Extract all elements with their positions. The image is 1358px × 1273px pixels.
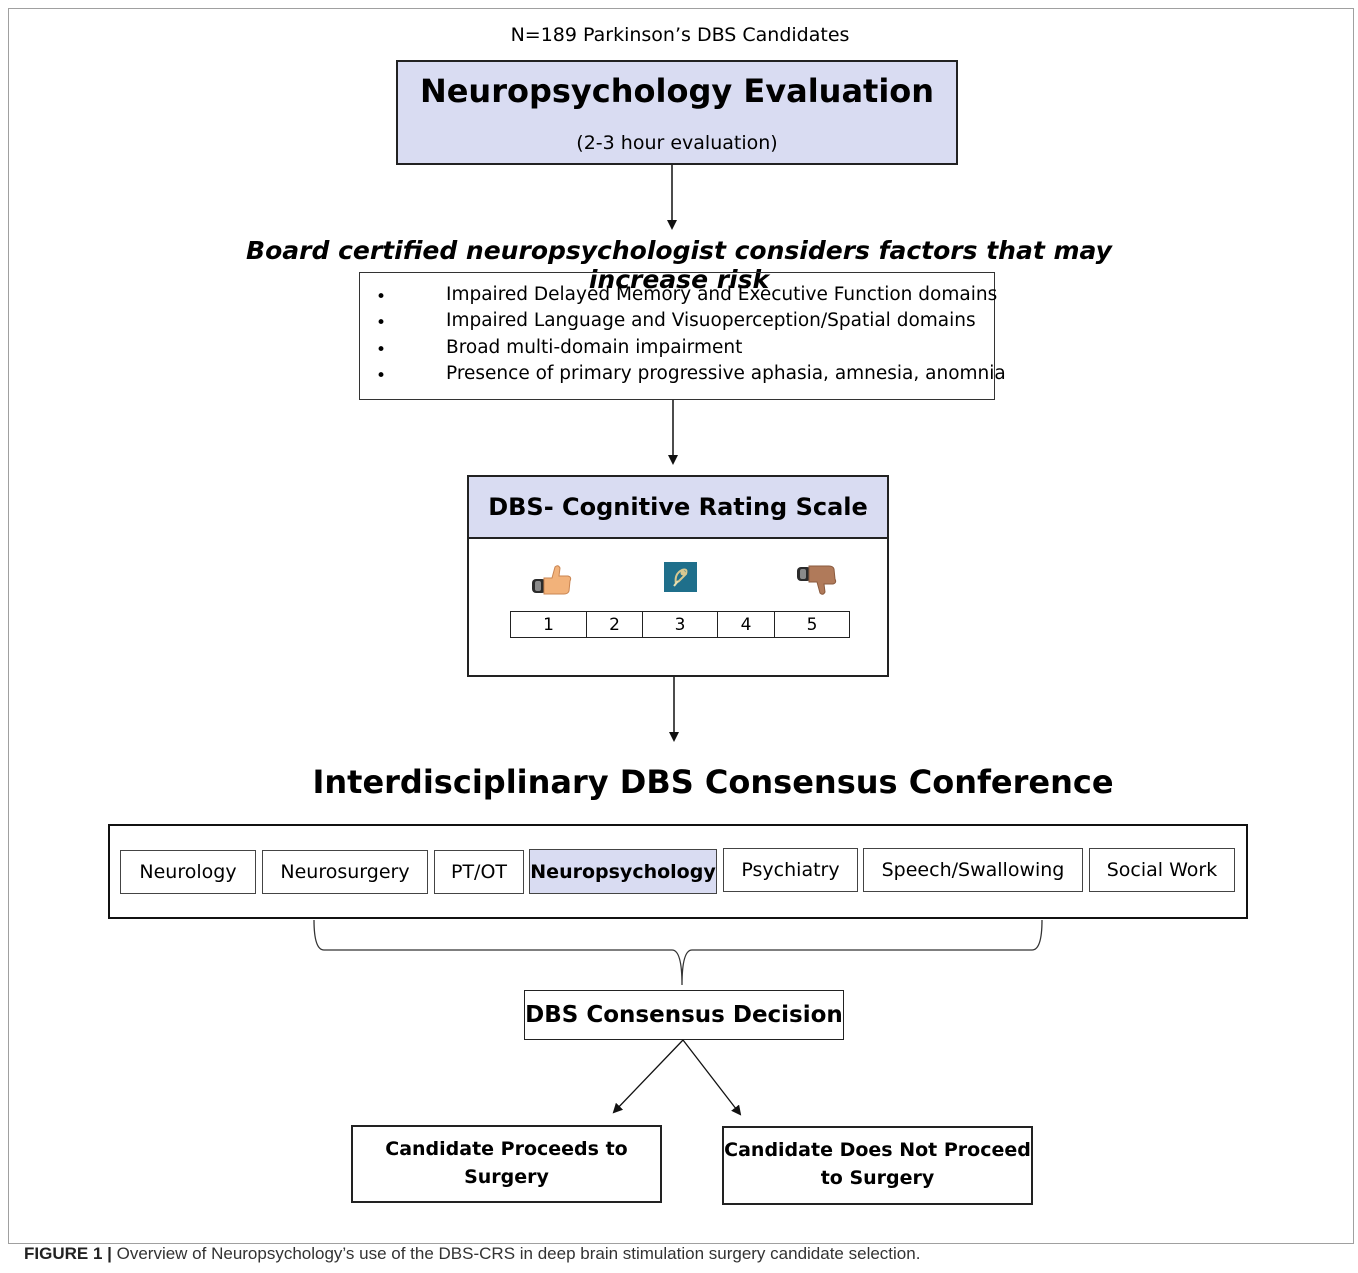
outcome-proceeds: Candidate Proceeds to Surgery (351, 1125, 662, 1203)
factor-item: Impaired Language and Visuoperception/Sp… (446, 310, 976, 331)
discipline-neurology: Neurology (120, 850, 256, 894)
scale-cell-5: 5 (806, 614, 818, 635)
factor-item: Presence of primary progressive aphasia,… (446, 363, 1006, 384)
rating-scale-title: DBS- Cognitive Rating Scale (467, 475, 889, 539)
bullet-icon: • (376, 287, 387, 307)
discipline-psychiatry: Psychiatry (723, 848, 858, 892)
factors-heading: Board certified neuropsychologist consid… (246, 236, 1112, 294)
discipline-neuropsychology: Neuropsychology (529, 849, 717, 894)
caption-label: FIGURE 1 | (24, 1244, 112, 1263)
figure-caption: FIGURE 1 | Overview of Neuropsychology’s… (24, 1244, 1344, 1264)
arrow-to-not-proceed (682, 1039, 742, 1116)
conference-box (108, 824, 1248, 919)
bullet-icon: • (376, 340, 387, 360)
discipline-speech-swallowing: Speech/Swallowing (863, 848, 1083, 892)
scale-cell-4: 4 (718, 612, 775, 637)
evaluation-title: Neuropsychology Evaluation (419, 72, 935, 110)
consensus-brace (313, 919, 1043, 986)
caption-text: Overview of Neuropsychology’s use of the… (111, 1244, 921, 1263)
thumbs-down-icon (797, 565, 837, 595)
figure-frame (8, 8, 1354, 1244)
figure-subtitle: N=189 Parkinson’s DBS Candidates (510, 24, 850, 46)
evaluation-box (396, 60, 958, 165)
thumbs-up-icon (532, 565, 572, 595)
factors-list: • Impaired Delayed Memory and Executive … (359, 272, 1006, 400)
factor-item: Impaired Delayed Memory and Executive Fu… (446, 284, 998, 305)
outcome-not-proceed: Candidate Does Not Proceed to Surgery (722, 1126, 1033, 1205)
discipline-pt-ot: PT/OT (434, 850, 524, 894)
rating-scale-panel (467, 537, 889, 677)
discipline-neurosurgery: Neurosurgery (262, 850, 428, 894)
discipline-social-work: Social Work (1089, 848, 1235, 892)
scale-cell-1: 1 (511, 612, 587, 637)
bullet-icon: • (376, 366, 387, 386)
neutral-icon (664, 562, 697, 592)
arrow-to-proceed (612, 1039, 684, 1114)
rating-scale-table: 1 2 3 4 5 (510, 611, 850, 638)
evaluation-subtitle: (2-3 hour evaluation) (576, 132, 778, 154)
conference-title: Interdisciplinary DBS Consensus Conferen… (312, 763, 1114, 801)
scale-cell-2: 2 (587, 612, 643, 637)
factor-item: Broad multi-domain impairment (446, 337, 743, 358)
bullet-icon: • (376, 313, 387, 333)
scale-cell-3: 3 (643, 612, 718, 637)
decision-box: DBS Consensus Decision (524, 990, 844, 1040)
